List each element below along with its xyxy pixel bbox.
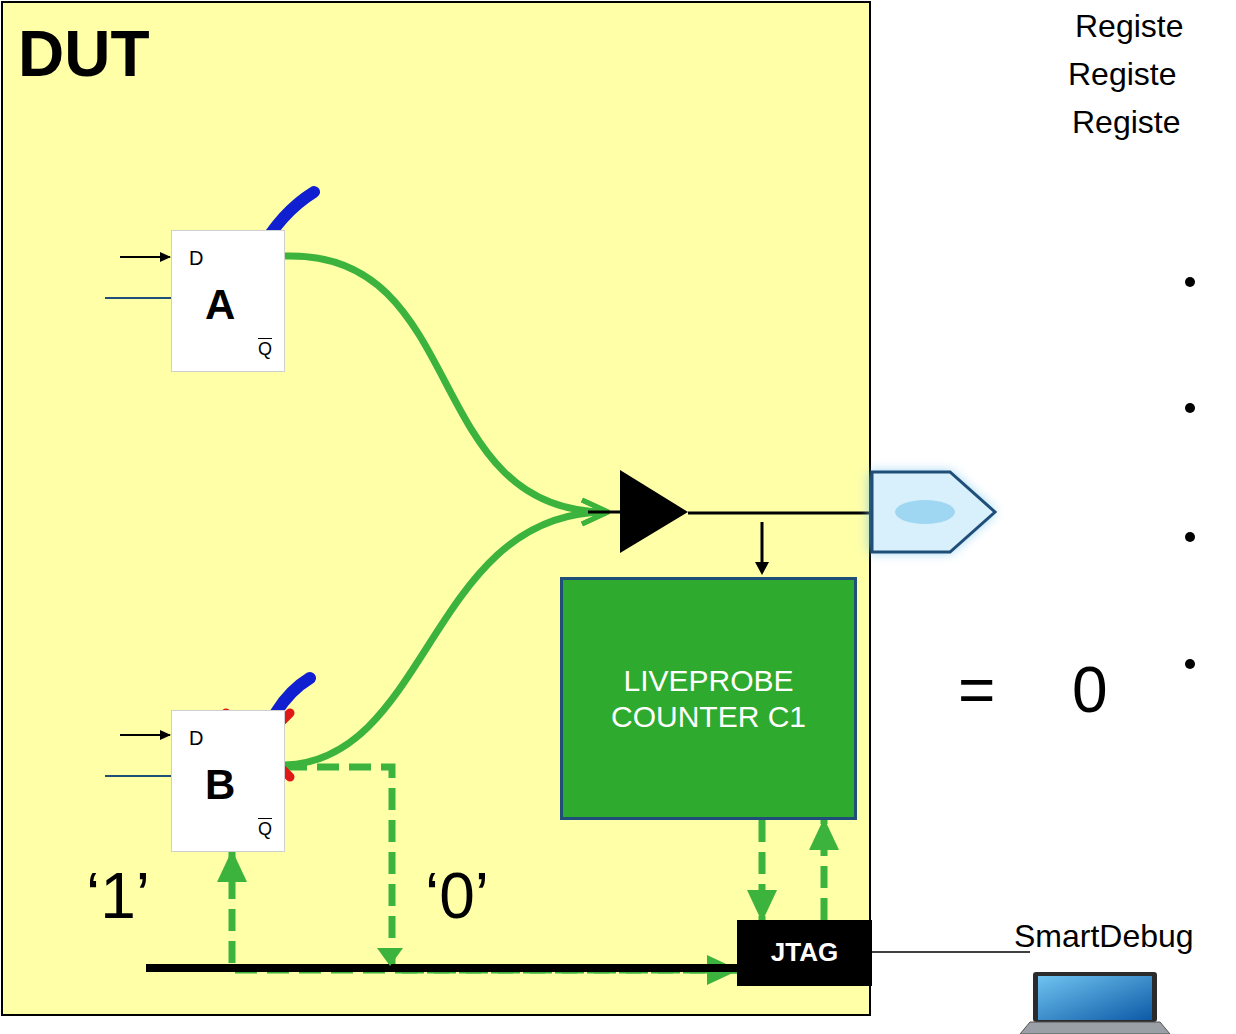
region-title: DUT [18, 18, 150, 92]
box-label: LIVEPROBE COUNTER C1 [609, 663, 809, 735]
output-wire [688, 512, 872, 515]
jtag-connector [232, 852, 737, 970]
probe-wire [761, 522, 764, 568]
counter-box: LIVEPROBE COUNTER C1 [560, 577, 857, 820]
laptop-display [1038, 976, 1152, 1020]
buffer-symbol [620, 470, 688, 553]
signal-value: ‘1’ [86, 860, 150, 934]
cable [870, 951, 1030, 953]
signal-wire [285, 256, 606, 512]
register-name: A [205, 281, 235, 329]
dut-region [2, 2, 870, 1015]
truncated-heading: Registe [1075, 8, 1184, 45]
arrowhead [755, 562, 769, 575]
pin-label: Q [258, 339, 272, 360]
pin-label: Q [258, 819, 272, 840]
port-glow [870, 472, 995, 552]
truncated-heading: Registe [1072, 104, 1181, 141]
laptop-base [1020, 1022, 1170, 1034]
pin-label: D [189, 727, 203, 750]
tool-name: SmartDebug [1014, 918, 1194, 955]
register-name: B [205, 761, 235, 809]
laptop-screen [1033, 972, 1157, 1022]
signal-value: ‘0’ [425, 860, 489, 934]
count-value: 0 [1072, 654, 1108, 728]
bullet [1185, 403, 1195, 413]
port-highlight [895, 500, 955, 524]
output-port [872, 472, 995, 552]
arrowhead [160, 730, 171, 740]
clock-wire [105, 775, 172, 777]
signal-wire [285, 512, 606, 765]
jtag-box: JTAG [737, 920, 872, 986]
flip-flop: DB Q [171, 710, 285, 852]
pin-label: D [189, 247, 203, 270]
bullet [1185, 532, 1195, 542]
bullet [1185, 659, 1195, 669]
box-label: JTAG [771, 938, 838, 968]
arrowhead [377, 948, 403, 966]
clock-wire [105, 297, 172, 299]
arrowhead [160, 252, 171, 262]
bullet [1185, 277, 1195, 287]
equals-sign: = [958, 654, 995, 728]
jtag-connector [759, 820, 766, 920]
flip-flop: DA Q [171, 230, 285, 372]
jtag-bus [146, 964, 740, 972]
output-wire [588, 511, 620, 514]
jtag-connector [821, 820, 828, 920]
truncated-heading: Registe [1068, 56, 1177, 93]
